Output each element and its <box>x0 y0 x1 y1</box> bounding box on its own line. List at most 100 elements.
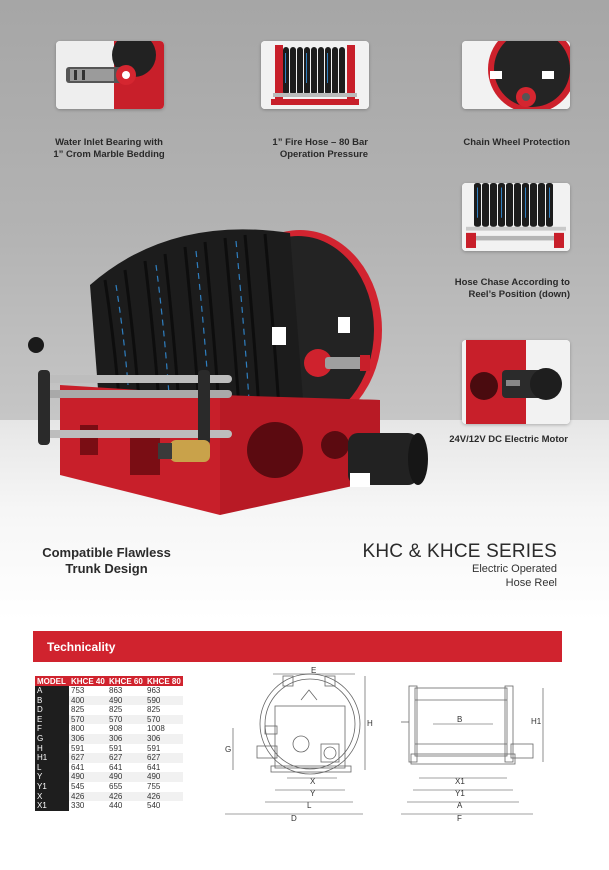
front-dim-H: H <box>367 719 373 728</box>
spec-value-cell: 591 <box>71 743 85 753</box>
spec-value-cell: 908 <box>109 724 123 734</box>
spec-value-cell: 306 <box>107 733 145 744</box>
side-dim-H1: H1 <box>531 717 542 726</box>
spec-model-cell: E <box>35 714 69 725</box>
spec-value-cell: 330 <box>71 801 85 811</box>
spec-value-cell: 426 <box>145 791 183 802</box>
spec-model-cell: X <box>35 791 69 802</box>
water-inlet-bearing-photo <box>56 41 164 109</box>
front-dim-E: E <box>311 666 316 675</box>
spec-model-cell: B <box>35 695 69 706</box>
spec-value-cell: 641 <box>71 762 85 772</box>
spec-header-row: MODEL KHCE 40 KHCE 60 KHCE 80 <box>35 676 183 686</box>
feature-caption-hose-chase: Hose Chase According to Reel’s Position … <box>454 277 570 300</box>
spec-model-cell: G <box>35 733 69 744</box>
spec-value-cell: 755 <box>147 781 161 791</box>
spec-model-cell: D <box>35 705 69 715</box>
spec-value-cell: 490 <box>69 772 107 782</box>
spec-value-cell: 570 <box>145 714 183 725</box>
hose-chase-photo <box>462 183 570 251</box>
spec-value-cell: 1008 <box>147 724 165 734</box>
spec-value-cell: 825 <box>71 705 85 715</box>
spec-value-cell: 570 <box>107 714 145 725</box>
spec-value-cell: 591 <box>147 743 161 753</box>
spec-value-cell: 825 <box>147 705 161 715</box>
spec-value-cell: 753 <box>71 686 85 695</box>
spec-value-cell: 627 <box>145 753 183 763</box>
spec-value-cell: 570 <box>69 714 107 725</box>
spec-model-cell: X1 <box>35 801 69 811</box>
spec-value-cell: 545 <box>71 781 85 791</box>
spec-value-cell: 591 <box>109 743 123 753</box>
trunk-design-tagline: Compatible Flawless Trunk Design <box>42 545 171 576</box>
spec-header-model: MODEL <box>35 676 69 686</box>
spec-value-cell: 306 <box>145 733 183 744</box>
spec-value-cell: 490 <box>145 772 183 782</box>
side-dim-Y1: Y1 <box>455 789 465 798</box>
spec-value-cell: 627 <box>107 753 145 763</box>
spec-value-cell: 590 <box>145 695 183 706</box>
front-view-drawing: E H G X Y L D <box>213 666 375 824</box>
side-dim-F: F <box>457 814 462 823</box>
spec-model-cell: H1 <box>35 753 69 763</box>
hose-reel-product-image <box>20 225 430 530</box>
side-dim-B: B <box>457 715 462 724</box>
front-dim-X: X <box>310 777 316 786</box>
spec-value-cell: 306 <box>69 733 107 744</box>
spec-header-khce80: KHCE 80 <box>145 676 183 686</box>
spec-value-cell: 400 <box>69 695 107 706</box>
feature-caption-electric-motor: 24V/12V DC Electric Motor <box>449 434 568 445</box>
series-title: KHC & KHCE SERIES <box>362 541 557 562</box>
side-view-drawing: B H1 X1 Y1 A F <box>393 666 549 824</box>
spec-header-khce40: KHCE 40 <box>69 676 107 686</box>
spec-model-cell: Y <box>35 772 69 782</box>
spec-value-cell: 490 <box>107 695 145 706</box>
front-dim-G: G <box>225 745 231 754</box>
front-dim-D: D <box>291 814 297 823</box>
spec-value-cell: 426 <box>107 791 145 802</box>
front-dim-Y: Y <box>310 789 316 798</box>
spec-model-cell: Y1 <box>35 781 69 792</box>
fire-hose-photo <box>261 41 369 109</box>
spec-header-khce60: KHCE 60 <box>107 676 145 686</box>
series-subtitle-line1: Electric Operated <box>472 563 557 575</box>
front-dim-L: L <box>307 801 312 810</box>
side-dim-A: A <box>457 801 463 810</box>
spec-model-cell: H <box>35 743 69 754</box>
spec-value-cell: 540 <box>147 801 161 811</box>
feature-caption-water-inlet: Water Inlet Bearing with 1” Crom Marble … <box>53 137 165 160</box>
spec-value-cell: 863 <box>109 686 123 695</box>
spec-model-cell: A <box>35 686 69 696</box>
spec-value-cell: 963 <box>147 686 161 695</box>
feature-caption-fire-hose: 1” Fire Hose – 80 Bar Operation Pressure <box>272 137 368 160</box>
feature-caption-chain-wheel: Chain Wheel Protection <box>463 137 570 148</box>
spec-value-cell: 655 <box>109 781 123 791</box>
spec-value-cell: 490 <box>107 772 145 782</box>
series-subtitle-line2: Hose Reel <box>505 577 557 589</box>
electric-motor-photo <box>462 340 570 424</box>
spec-value-cell: 440 <box>109 801 123 811</box>
spec-model-cell: L <box>35 762 69 773</box>
side-dim-X1: X1 <box>455 777 465 786</box>
technicality-title: Technicality <box>47 640 116 654</box>
series-subtitle: Electric Operated Hose Reel <box>472 562 557 590</box>
spec-model-cell: F <box>35 724 69 734</box>
spec-value-cell: 825 <box>109 705 123 715</box>
spec-value-cell: 641 <box>147 762 161 772</box>
technicality-header: Technicality <box>33 631 562 662</box>
spec-value-cell: 627 <box>69 753 107 763</box>
spec-value-cell: 426 <box>69 791 107 802</box>
